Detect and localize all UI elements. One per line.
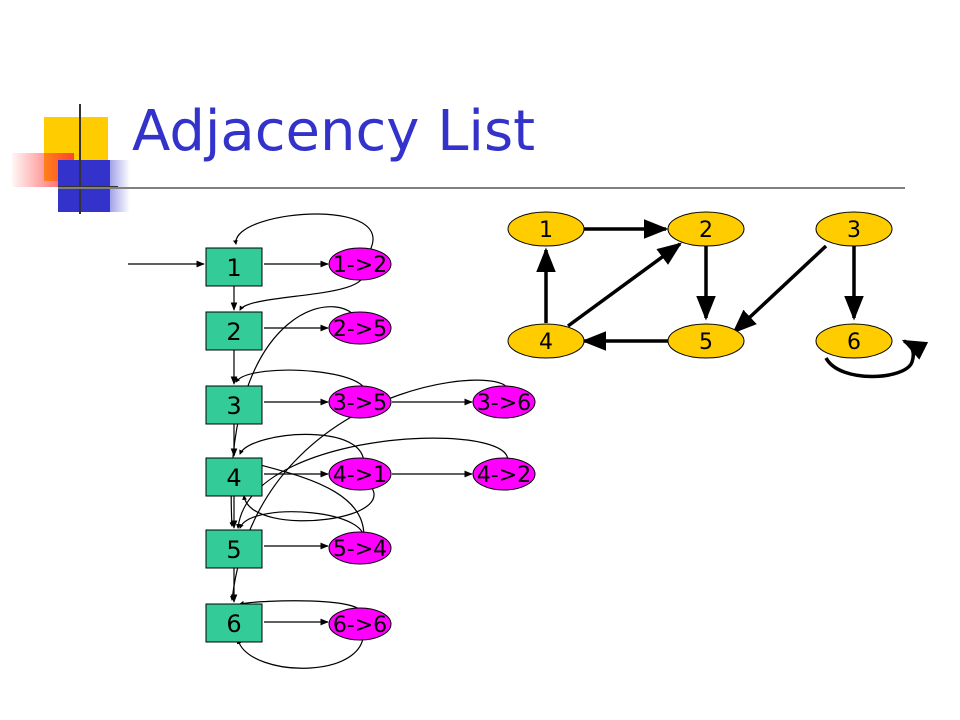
graph-node-6: 6 bbox=[815, 323, 893, 359]
list-node-4-1: 4->1 bbox=[328, 457, 392, 491]
back-pointer-4-loop bbox=[242, 477, 375, 522]
adjacency-connectors bbox=[128, 213, 509, 669]
vertex-box-6: 6 bbox=[205, 603, 263, 643]
back-pointer-6-6 bbox=[236, 623, 364, 669]
list-node-6-6: 6->6 bbox=[328, 607, 392, 641]
list-node-label: 6->6 bbox=[333, 613, 387, 638]
back-pointer-1-2 bbox=[233, 213, 374, 263]
vertex-label: 5 bbox=[226, 536, 241, 564]
graph-node-4: 4 bbox=[507, 323, 585, 359]
title-underline bbox=[58, 187, 905, 189]
vertex-label: 4 bbox=[226, 464, 241, 492]
deco-vertical-line bbox=[79, 104, 81, 214]
edge-4-2 bbox=[566, 242, 682, 328]
list-node-label: 2->5 bbox=[333, 317, 387, 342]
graph-node-label: 1 bbox=[539, 218, 553, 243]
list-node-label: 1->2 bbox=[333, 253, 387, 278]
list-node-4-2: 4->2 bbox=[472, 457, 536, 491]
edge-3-5 bbox=[732, 244, 828, 334]
vertex-box-2: 2 bbox=[205, 311, 263, 351]
list-node-label: 5->4 bbox=[333, 537, 387, 562]
vertex-box-3: 3 bbox=[205, 385, 263, 425]
list-node-1-2: 1->2 bbox=[328, 247, 392, 281]
graph-node-2: 2 bbox=[667, 211, 745, 247]
list-node-5-4: 5->4 bbox=[328, 531, 392, 565]
slide-title: Adjacency List bbox=[132, 99, 536, 164]
graph-node-3: 3 bbox=[815, 211, 893, 247]
deco-blue-fade bbox=[108, 160, 130, 212]
graph-node-5: 5 bbox=[667, 323, 745, 359]
list-node-2-5: 2->5 bbox=[328, 311, 392, 345]
graph-node-1: 1 bbox=[507, 211, 585, 247]
list-node-label: 3->6 bbox=[477, 391, 531, 416]
vertex-label: 1 bbox=[226, 254, 241, 282]
graph-node-label: 2 bbox=[699, 218, 713, 243]
list-node-label: 3->5 bbox=[333, 391, 387, 416]
vertex-box-1: 1 bbox=[205, 247, 263, 287]
vertex-label: 2 bbox=[226, 318, 241, 346]
list-node-label: 4->2 bbox=[477, 463, 531, 488]
vertex-box-5: 5 bbox=[205, 529, 263, 569]
list-node-3-6: 3->6 bbox=[472, 385, 536, 419]
graph-node-label: 6 bbox=[847, 330, 861, 355]
graph-node-label: 3 bbox=[847, 218, 861, 243]
graph-edges bbox=[536, 219, 929, 379]
list-node-3-5: 3->5 bbox=[328, 385, 392, 419]
vertex-label: 3 bbox=[226, 392, 241, 420]
graph-node-label: 4 bbox=[539, 330, 553, 355]
list-node-label: 4->1 bbox=[333, 463, 387, 488]
back-pointer-4-1 bbox=[239, 433, 365, 473]
vertex-box-4: 4 bbox=[205, 457, 263, 497]
vertex-label: 6 bbox=[226, 610, 241, 638]
graph-node-label: 5 bbox=[699, 330, 713, 355]
edge-6-6 bbox=[824, 339, 929, 379]
